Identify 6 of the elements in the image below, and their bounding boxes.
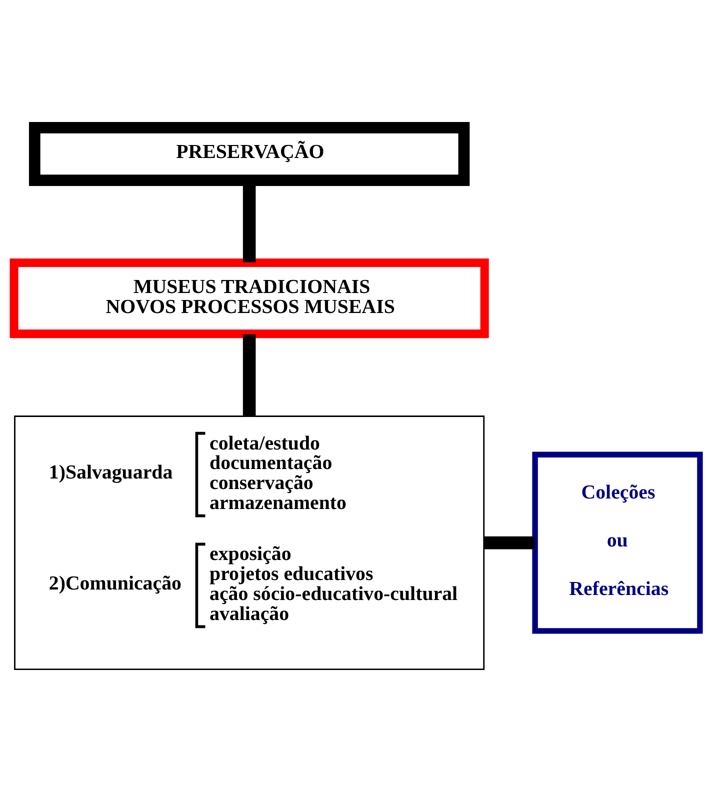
node-box: 1)Salvaguarda coleta/estudo documentação conservação armazenamento 2)Comunicação exposição projetos educativos ação sócio-educativo-cultural avaliação: [14, 415, 485, 670]
node-box: PRESERVAÇÃO: [28, 122, 470, 186]
node-box: MUSEUS TRADICIONAIS NOVOS PROCESSOS MUSEAIS: [10, 258, 489, 338]
connector: [484, 536, 535, 549]
connector: [242, 334, 256, 416]
node-box: Coleções ou Referências: [532, 451, 703, 634]
